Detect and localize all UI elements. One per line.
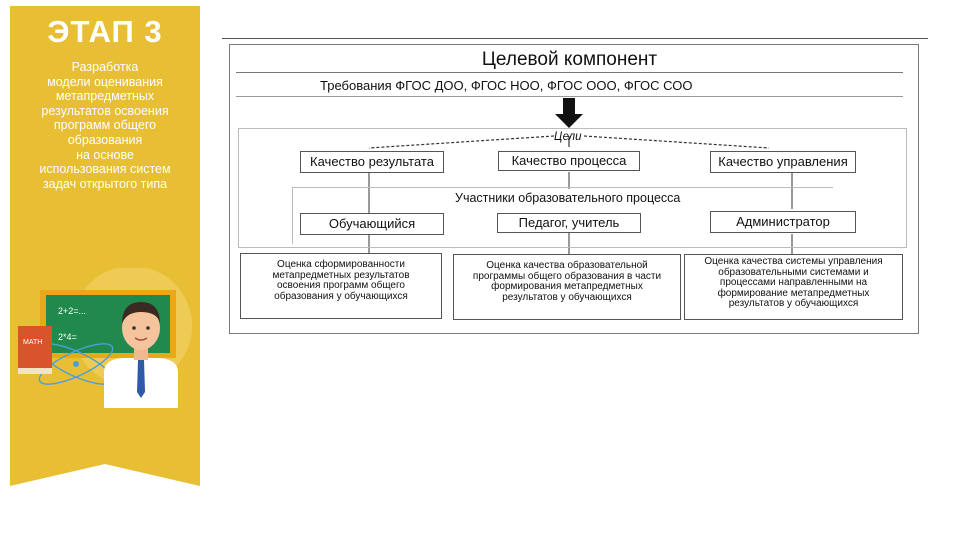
stage-title: ЭТАП 3 <box>47 14 163 49</box>
teacher-hair <box>122 302 160 324</box>
participants-label: Участники образовательного процесса <box>455 191 681 205</box>
assessment-line: формирования метапредметных <box>491 281 643 292</box>
top-divider <box>222 38 928 39</box>
book-label: MATH <box>23 339 42 346</box>
assessment-line: формирование метапредметных <box>717 287 870 299</box>
stage-description-line: образования <box>67 132 143 147</box>
assessment-line: метапредметных результатов <box>272 269 410 281</box>
diagram-header: Целевой компонент <box>236 47 903 73</box>
stage-description-line: Разработка <box>71 60 139 74</box>
participant-teacher-box: Педагог, учитель <box>497 213 641 233</box>
board-text: 2*4= <box>58 332 77 342</box>
stage-description-line: модели оценивания <box>47 74 163 89</box>
diagram-connectors <box>368 98 793 256</box>
banner-notch <box>10 446 200 486</box>
quality-process-box: Качество процесса <box>498 151 640 171</box>
inner-frame <box>238 128 907 248</box>
assessment-line: программы общего образования в части <box>472 270 662 282</box>
tie-icon <box>137 360 145 398</box>
participant-student-box: Обучающийся <box>300 213 444 235</box>
stage-description-line: результатов освоения <box>41 103 169 118</box>
diagram-header-text: Целевой компонент <box>481 49 658 70</box>
down-arrow-icon <box>555 98 583 128</box>
assessment-line: освоения программ общего <box>277 280 405 291</box>
assessment-line: Оценка качества системы управления <box>704 256 883 267</box>
quality-management-box: Качество управления <box>710 151 856 173</box>
assessment-line: процессами направленными на <box>719 277 868 288</box>
teacher-illustration: 2+2=... 2*4= MATH <box>18 268 192 408</box>
stage-description-line: метапредметных <box>55 89 155 104</box>
participants-frame <box>292 187 833 244</box>
stage-description-line: использования систем <box>39 162 171 177</box>
board-text: 2+2=... <box>58 306 86 316</box>
stage-description: Разработка модели оценивания метапредмет… <box>16 60 194 191</box>
goals-label: Цели <box>554 131 582 143</box>
assessment-program-box: Оценка качества образовательной программ… <box>453 254 681 320</box>
assessment-line: результатов у обучающихся <box>728 298 859 309</box>
stage-description-line: задач открытого типа <box>42 176 168 191</box>
requirements-divider <box>236 96 903 97</box>
participant-administrator-box: Администратор <box>710 211 856 233</box>
requirements-text: Требования ФГОС ДОО, ФГОС НОО, ФГОС ООО,… <box>320 78 693 93</box>
assessment-management-box: Оценка качества системы управления образ… <box>684 254 903 320</box>
assessment-line: Оценка качества образовательной <box>486 260 648 271</box>
assessment-line: результатов у обучающихся <box>502 291 632 303</box>
book-icon <box>18 326 52 372</box>
teacher-face <box>122 306 160 350</box>
assessment-line: образовательными системами и <box>718 266 869 278</box>
stage-description-line: на основе <box>76 147 134 162</box>
assessment-line: Оценка сформированности <box>277 259 405 270</box>
assessment-line: образования у обучающихся <box>274 290 408 302</box>
quality-result-box: Качество результата <box>300 151 444 173</box>
assessment-student-box: Оценка сформированности метапредметных р… <box>240 253 442 319</box>
stage-description-line: программ общего <box>53 118 157 133</box>
